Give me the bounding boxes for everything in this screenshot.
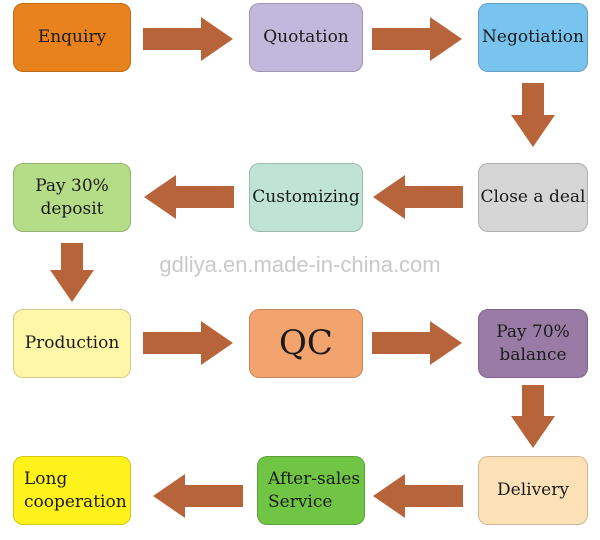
step-after-sales-service: After-sales Service (257, 456, 365, 525)
step-customizing: Customizing (249, 163, 363, 232)
arrow-production-to-qc (143, 321, 233, 365)
step-enquiry: Enquiry (13, 3, 131, 72)
arrow-after-sales-to-long-coop (153, 474, 243, 518)
arrow-close-deal-to-customizing (373, 175, 463, 219)
step-quotation: Quotation (249, 3, 363, 72)
arrow-delivery-to-after-sales (373, 474, 463, 518)
step-pay-30-deposit: Pay 30% deposit (13, 163, 131, 232)
arrow-enquiry-to-quotation (143, 17, 233, 61)
step-pay-70-balance: Pay 70% balance (478, 309, 588, 378)
arrow-negotiation-to-close-deal (511, 83, 555, 147)
arrow-qc-to-pay70 (372, 321, 462, 365)
arrow-customizing-to-pay30 (144, 175, 234, 219)
arrow-pay30-to-production (50, 243, 94, 302)
step-delivery: Delivery (478, 456, 588, 525)
watermark: gdliya.en.made-in-china.com (159, 252, 441, 277)
step-production: Production (13, 309, 131, 378)
step-long-cooperation: Long cooperation (13, 456, 131, 525)
arrow-pay70-to-delivery (511, 385, 555, 448)
step-negotiation: Negotiation (478, 3, 588, 72)
step-qc: QC (249, 309, 363, 378)
arrow-quotation-to-negotiation (372, 17, 462, 61)
step-close-a-deal: Close a deal (478, 163, 588, 232)
